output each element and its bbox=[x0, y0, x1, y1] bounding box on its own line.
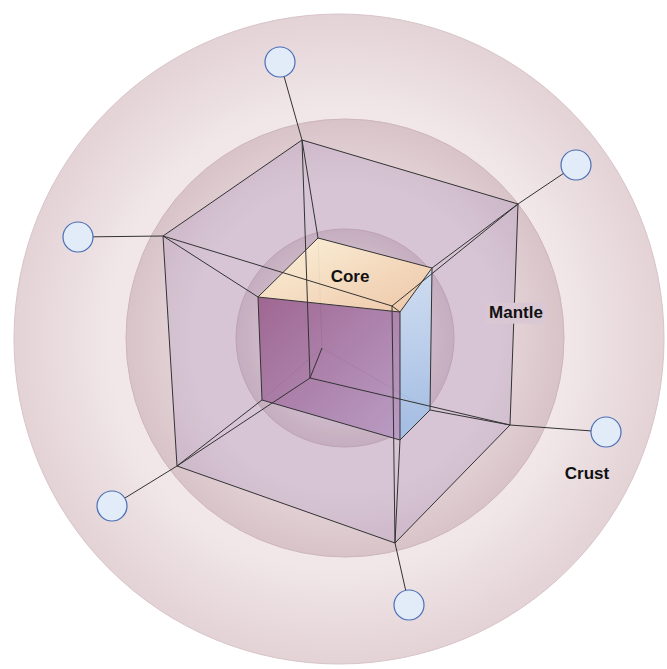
layer-label: Mantle bbox=[486, 303, 546, 324]
layer-outline bbox=[125, 118, 565, 558]
layer-outline bbox=[235, 228, 455, 448]
crust-layer: Crust Mantle Core bbox=[13, 13, 665, 665]
layer-label: Core bbox=[331, 268, 370, 287]
mantle-layer: Mantle Core bbox=[125, 118, 565, 558]
layer-circle bbox=[14, 14, 664, 664]
core-layer: Core bbox=[235, 228, 455, 448]
layer-circle bbox=[236, 229, 454, 447]
layer-circle bbox=[126, 119, 564, 557]
layer-label: Crust bbox=[565, 465, 609, 484]
layer-outline bbox=[13, 13, 665, 665]
